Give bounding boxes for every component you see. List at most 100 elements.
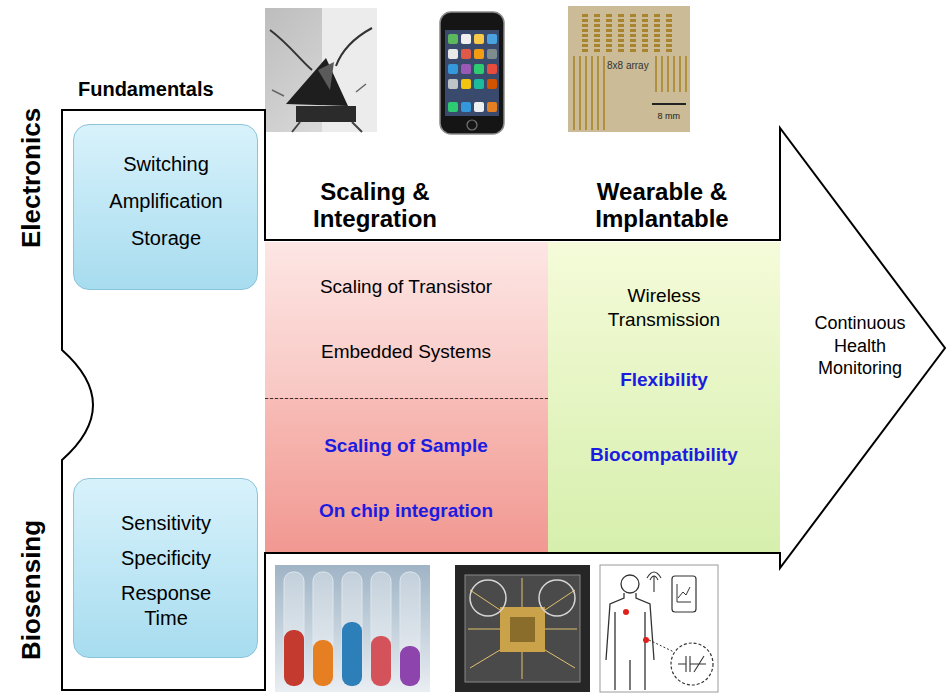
electrode-array-photo (630, 49, 636, 52)
electrode-array-photo (618, 29, 624, 32)
electrode-array-photo (606, 19, 612, 22)
row-heading: Electronics (17, 108, 47, 248)
node-text: On chip integration (271, 499, 541, 523)
phone-illustration (448, 79, 458, 89)
electrode-array-photo (594, 24, 600, 27)
sensor-chip-photo (468, 578, 577, 679)
phone-illustration (467, 120, 477, 130)
electrode-array-photo (654, 49, 660, 52)
phone-illustration (474, 64, 484, 74)
test-tubes-photo (284, 572, 304, 686)
electrode-array-photo (654, 24, 660, 27)
wearable-sensor-sketch (606, 593, 654, 690)
test-tubes-photo (313, 640, 333, 686)
electrode-array-photo (667, 56, 669, 92)
electrode-array-photo (630, 19, 636, 22)
phone-illustration (487, 102, 497, 112)
node-text: Response Time (111, 581, 221, 631)
sensor-chip-photo (500, 607, 545, 652)
electrode-array-photo (582, 29, 588, 32)
transistor-photo (270, 30, 312, 70)
electrode-array-photo (582, 14, 588, 17)
electrode-array-photo (582, 34, 588, 37)
wearable-sensor-sketch (647, 572, 661, 592)
stage-box: Wireless TransmissionFlexibilityBiocompa… (548, 242, 780, 553)
sensor-chip-photo (455, 565, 590, 692)
node-text: Wireless Transmission (589, 284, 739, 332)
electrode-array-photo (654, 39, 660, 42)
electrode-array-photo (606, 49, 612, 52)
photo-caption: 8x8 array (605, 60, 651, 72)
phone-illustration (474, 34, 484, 44)
electrode-array-photo (630, 34, 636, 37)
wearable-sensor-sketch (643, 637, 649, 643)
node-text: Sensitivity (79, 511, 254, 536)
electrode-array-photo (642, 49, 648, 52)
electrode-array-photo (582, 44, 588, 47)
test-tubes-photo (371, 572, 391, 686)
node-text: Flexibility (554, 368, 774, 392)
stage-box: Scaling of TransistorEmbedded Systems (265, 242, 548, 399)
node-text: Specificity (79, 546, 254, 571)
phone-illustration (461, 79, 471, 89)
phone-illustration (487, 79, 497, 89)
electrode-array-photo (642, 44, 648, 47)
electrode-array-photo (666, 14, 672, 17)
electrode-array-photo (654, 14, 660, 17)
phone-illustration (448, 34, 458, 44)
electrode-array-photo (661, 56, 663, 92)
electrode-array-photo (630, 29, 636, 32)
wearable-sensor-sketch (671, 643, 713, 685)
electrode-array-photo (618, 39, 624, 42)
flow-arrow: SwitchingAmplificationStorageSensitivity… (60, 100, 950, 698)
transistor-photo (296, 106, 356, 122)
phone-illustration (487, 49, 497, 59)
electrode-array-photo (630, 24, 636, 27)
electrode-array-photo (655, 56, 657, 92)
node-text: Embedded Systems (271, 340, 541, 364)
transistor-photo (292, 122, 362, 132)
node-text: Continuous Health Monitoring (801, 312, 919, 380)
arrow-outline (62, 110, 945, 690)
electrode-array-photo (642, 19, 648, 22)
electrode-array-photo (654, 19, 660, 22)
electrode-array-photo (594, 49, 600, 52)
transistor-photo (265, 8, 377, 132)
electrode-array-photo (630, 39, 636, 42)
electrode-array-photo (582, 39, 588, 42)
sensor-chip-photo (510, 617, 535, 642)
electrode-array-photo (642, 14, 648, 17)
electrode-array-photo (666, 34, 672, 37)
phone-illustration (474, 79, 484, 89)
test-tubes-photo (313, 572, 333, 686)
phone-illustration (461, 64, 471, 74)
electrode-array-photo (642, 29, 648, 32)
electrode-array-photo (654, 34, 660, 37)
scale-label: 8 mm (656, 111, 683, 121)
test-tubes-photo (371, 636, 391, 686)
electrode-array-photo (597, 56, 599, 130)
electrode-array-photo (685, 56, 687, 92)
transistor-photo (286, 58, 348, 106)
wearable-sensor-sketch (600, 565, 718, 692)
phone-illustration (474, 102, 484, 112)
phone-illustration (448, 49, 458, 59)
fundamentals-box: SwitchingAmplificationStorage (73, 124, 258, 290)
electrode-array-photo (666, 44, 672, 47)
column-heading: Wearable & Implantable (545, 178, 780, 233)
phone-illustration (461, 49, 471, 59)
phone-illustration (445, 30, 499, 116)
sensor-chip-photo (455, 565, 590, 692)
transistor-photo (265, 8, 377, 132)
electrode-array-photo (582, 49, 588, 52)
test-tubes-photo (342, 572, 362, 686)
wearable-sensor-sketch (677, 584, 691, 602)
electrode-array-photo (594, 19, 600, 22)
sensor-chip-photo (465, 575, 580, 682)
electrode-array-photo (573, 56, 575, 130)
electrode-array-photo (618, 14, 624, 17)
electrode-array-photo (568, 6, 690, 132)
node-text: Scaling of Transistor (271, 275, 541, 299)
phone-illustration (448, 64, 458, 74)
